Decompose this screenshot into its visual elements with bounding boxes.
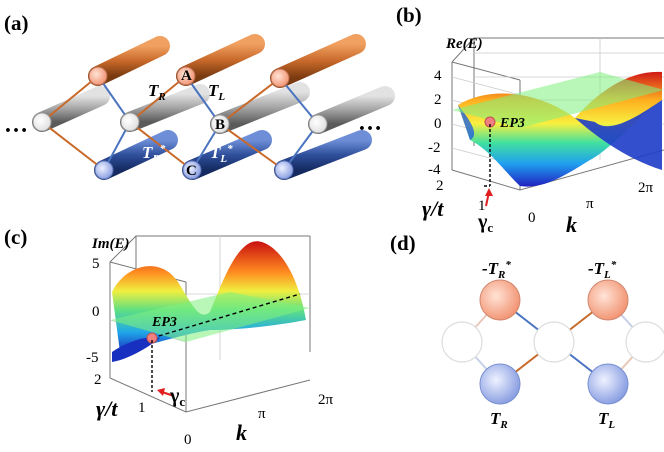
- grey-rods: [32, 82, 395, 134]
- gamma-tick-b-0: 2: [436, 178, 444, 194]
- node-d-bottom-right: [587, 363, 629, 405]
- node-d-left: [441, 321, 483, 363]
- ellipsis-left: …: [4, 112, 28, 138]
- label-d-top-right: -TL*: [588, 259, 617, 281]
- panel-a-label: (a): [4, 11, 29, 35]
- k-label-c: k: [236, 420, 247, 445]
- node-d-top-right: [587, 279, 629, 321]
- z-tick-b-4: -4: [428, 162, 441, 178]
- hop-tl-label: TL: [208, 81, 225, 103]
- panel-c-label: (c): [4, 225, 27, 249]
- panel-a: (a): [4, 11, 395, 180]
- hop-tr-label: TR: [148, 81, 166, 103]
- gc-arrowhead-b: [485, 188, 493, 196]
- k-tick-c-0: π: [258, 406, 266, 422]
- z-tick-c-2: -5: [86, 350, 99, 366]
- node-d-bottom-left: [479, 363, 521, 405]
- hop-tls-label: TL*: [210, 143, 233, 165]
- z-tick-b-3: -2: [428, 140, 441, 156]
- ep3-label-c: EP3: [151, 315, 177, 330]
- site-balls: [32, 66, 328, 180]
- ellipsis-right: …: [358, 110, 382, 136]
- z-tick-b-2: 0: [434, 116, 442, 132]
- label-d-top-left: -TR*: [482, 259, 511, 281]
- z-tick-c-1: 0: [92, 304, 100, 320]
- panel-b-label: (b): [396, 3, 422, 27]
- z-tick-c-0: 5: [92, 256, 100, 272]
- node-d-right: [625, 321, 664, 363]
- panel-d-label: (d): [390, 231, 416, 255]
- site-a-label: A: [181, 68, 192, 84]
- gamma-axis-label-c: γ/t: [96, 396, 118, 421]
- gamma-tick-b-1: 1: [478, 198, 486, 214]
- panel-b: (b) EP3: [396, 3, 664, 237]
- k-tick-b-2: 2π: [638, 180, 654, 196]
- gamma-tick-c-1: 1: [138, 400, 146, 416]
- re-e-plane: [452, 72, 664, 128]
- panel-c: (c) EP3 Im(E): [4, 225, 334, 448]
- k-tick-c-1: 2π: [318, 392, 334, 408]
- coupling-lines: [41, 75, 319, 171]
- ep3-guideline-c: [151, 293, 301, 339]
- label-d-bottom-right: TL: [598, 409, 615, 431]
- hop-trs-label: TR*: [142, 143, 166, 165]
- z-tick-b-0: 4: [434, 68, 442, 84]
- site-b-label: B: [215, 117, 225, 133]
- node-d-center: [533, 321, 575, 363]
- label-d-bottom-left: TR: [490, 409, 508, 431]
- k-label-b: k: [566, 212, 577, 237]
- z-label-b: Re(E): [445, 36, 483, 52]
- z-tick-b-1: 2: [434, 92, 442, 108]
- gc-arrowhead-c: [157, 388, 165, 396]
- node-d-top-left: [479, 279, 521, 321]
- gamma-tick-c-0: 2: [94, 372, 102, 388]
- orange-rods: [88, 34, 366, 88]
- ep3-label-b: EP3: [499, 116, 525, 131]
- im-e-plane: [110, 292, 310, 342]
- panel-d: (d) -TR* -TL* TR TL: [390, 231, 664, 431]
- gc-label-b: γc: [477, 211, 493, 235]
- z-label-c: Im(E): [91, 236, 130, 252]
- gc-arrow-c: [161, 391, 175, 397]
- gamma-axis-label-b: γ/t: [422, 196, 444, 221]
- gc-label-c: γc: [169, 385, 185, 409]
- k-tick-b-0: 0: [528, 210, 536, 226]
- k-tick-b-1: π: [586, 196, 594, 212]
- site-c-label: C: [186, 163, 197, 179]
- gamma-tick-c-2: 0: [184, 432, 192, 448]
